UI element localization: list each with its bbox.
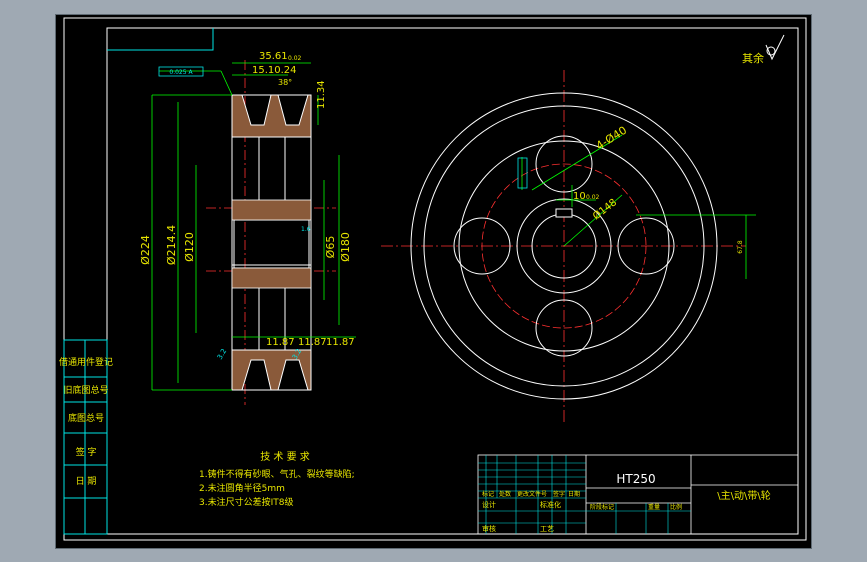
dim-bottom-1: 11.87 (266, 337, 295, 348)
dim-web-diameter: Ø180 (339, 232, 352, 262)
tb-sign-review: 审核 (482, 524, 496, 533)
dim-groove-angle: 38° (278, 78, 292, 87)
dim-width-overall: 35.61 (259, 51, 288, 62)
dim-width-overall-sub: 0.02 (288, 55, 302, 62)
tb-stage: 阶段标记 (590, 503, 614, 511)
dim-keyway-depth: 67.8 (737, 240, 744, 254)
tb-header-4: 签字 (553, 490, 565, 498)
drawing-frame (106, 27, 799, 535)
dim-keyway-sub: 0.02 (586, 194, 600, 201)
tb-header-1: 标记 (482, 490, 494, 498)
notes-heading: 技 术 要 求 (260, 450, 310, 463)
dim-groove-depth: 11.34 (316, 80, 327, 109)
roughness-symbol (765, 34, 785, 61)
tb-header-3: 更改文件号 (517, 490, 547, 498)
dim-groove-pitch: 15.10.24 (252, 65, 297, 76)
side-table (63, 339, 108, 535)
notes-line-1: 1.铸件不得有砂眼、气孔、裂纹等缺陷; (199, 468, 355, 480)
dim-hole-diameter: 4-Ø40 (594, 124, 629, 153)
dim-bottom-2: 11.87 (298, 337, 327, 348)
section-view: 0.025 A 35.61 0.02 15.10.24 38° 11.34 Ø2… (139, 51, 356, 405)
tolerance-box: 0.025 A (169, 69, 193, 76)
rest-roughness-label: 其余 (742, 51, 764, 65)
dim-hub-diameter: Ø120 (183, 232, 196, 262)
tb-sign-design: 设计 (482, 500, 496, 509)
tb-std: 标准化 (540, 500, 561, 509)
tb-header-2: 处数 (499, 490, 511, 498)
dim-bore-diameter: Ø65 (324, 236, 337, 259)
title-block (477, 454, 799, 535)
dim-outer-diameter: Ø224 (139, 235, 152, 265)
notes-line-2: 2.未注圆角半径5mm (199, 482, 285, 494)
tb-scale: 比例 (670, 503, 682, 511)
part-name: \主\动\带\轮 (717, 489, 770, 502)
material-label: HT250 (616, 472, 655, 486)
tb-weight: 重量 (648, 503, 660, 511)
title-grid (478, 455, 691, 534)
roughness-bore: 1.6 (301, 226, 311, 233)
side-cell-5: 日 期 (76, 476, 97, 487)
dim-bottom-3: 11.87 (326, 337, 355, 348)
side-cell-2: 旧底图总号 (63, 384, 108, 396)
dim-keyway-width: 10 (573, 191, 586, 202)
front-view: 4-Ø40 Ø148 10 0.02 67.8 (381, 70, 756, 425)
tb-craft: 工艺 (540, 525, 554, 533)
dim-pitch-diameter: Ø214.4 (165, 225, 178, 265)
cad-viewport[interactable]: 借通用件登记 旧底图总号 底图总号 签 字 日 期 (55, 14, 812, 549)
sheet-border (63, 17, 807, 541)
side-cell-1: 借通用件登记 (59, 356, 113, 368)
top-left-box (107, 28, 214, 51)
notes-line-3: 3.未注尺寸公差按IT8级 (199, 496, 293, 508)
side-cell-3: 底图总号 (68, 412, 104, 424)
roughness-left-1: 3.2 (216, 347, 228, 361)
drawing-canvas: 借通用件登记 旧底图总号 底图总号 签 字 日 期 (59, 17, 807, 541)
side-cell-4: 签 字 (76, 446, 97, 458)
tb-header-5: 日期 (568, 490, 580, 498)
